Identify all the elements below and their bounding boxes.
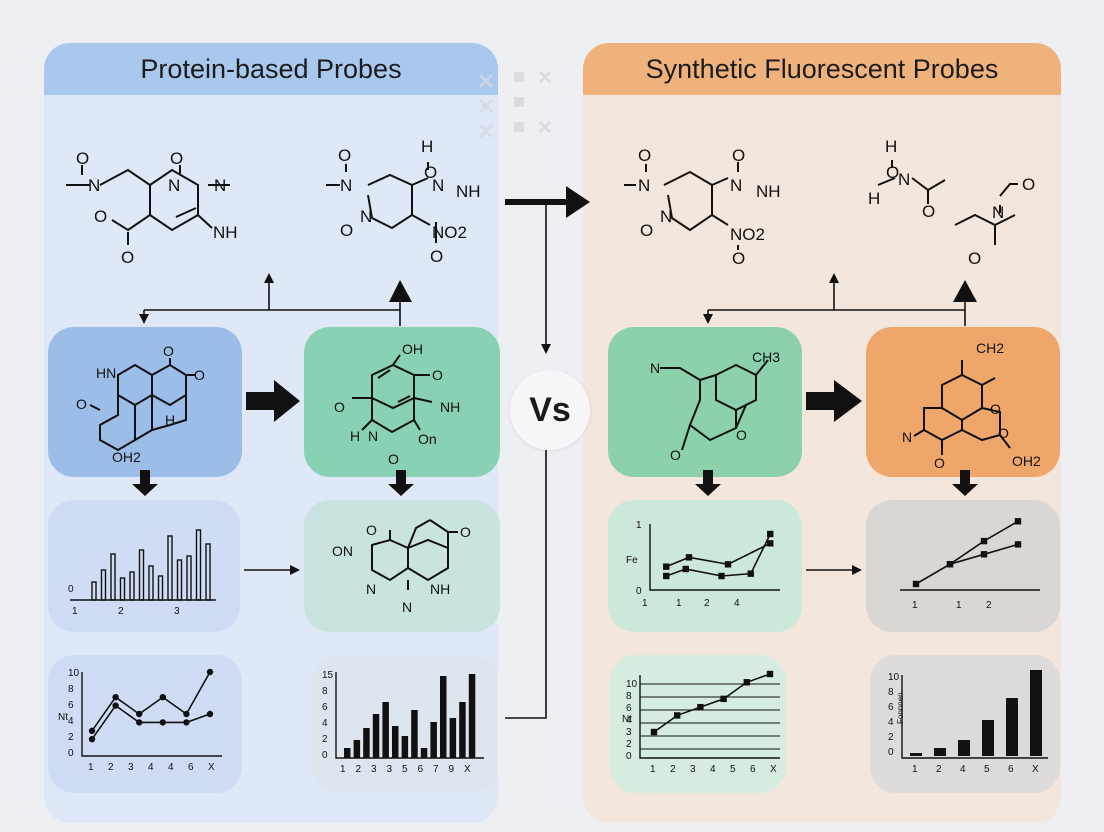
right-panel-title: Synthetic Fluorescent Probes [583, 43, 1061, 95]
vs-badge: Vs [510, 370, 590, 450]
left-panel-title: Protein-based Probes [44, 43, 498, 95]
left-mid-chart-box [48, 500, 240, 632]
right-mid-gray-box [866, 500, 1060, 632]
left-green-box [304, 327, 500, 477]
left-bottom-line-box [48, 655, 242, 793]
center-top-arrow [505, 186, 590, 218]
right-bottom-line-box [610, 655, 786, 793]
right-orange-box [866, 327, 1060, 477]
right-mid-chart-box [608, 500, 802, 632]
right-bottom-bar-box [870, 655, 1060, 793]
left-blue-box [48, 327, 242, 477]
left-teal-box [304, 500, 500, 632]
right-green-box [608, 327, 802, 477]
left-bottom-bar-box [312, 655, 498, 793]
